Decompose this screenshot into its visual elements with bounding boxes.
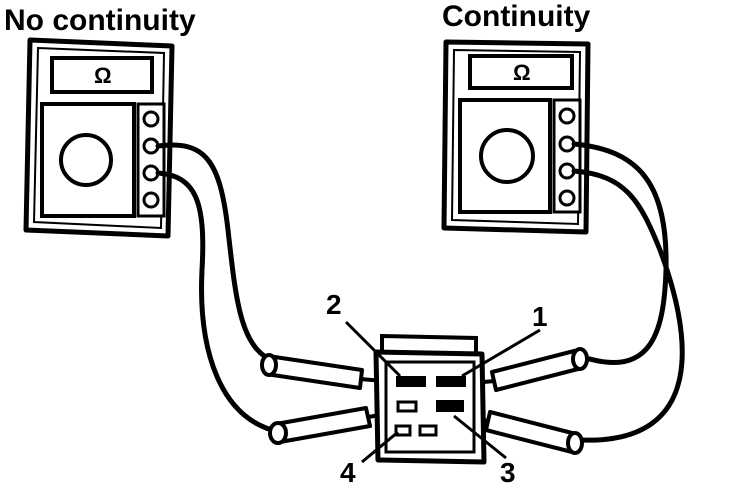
terminal-slot-top-left <box>396 376 426 387</box>
right-lower-lead-wire <box>571 168 685 443</box>
right-meter-ohm-symbol: Ω <box>513 60 531 85</box>
pin2-leader-line <box>344 320 402 378</box>
connector-inner-frame <box>384 360 476 454</box>
left-lower-probe <box>268 406 387 445</box>
left-meter-ohm-symbol: Ω <box>94 63 112 88</box>
right-upper-probe <box>463 347 589 392</box>
pin2-label: 2 <box>326 289 342 320</box>
terminal-slot-bottom-mid <box>418 424 438 437</box>
left-upper-lead-wire <box>155 142 279 365</box>
terminal-slot-mid-left <box>396 400 418 413</box>
terminal-slot-bottom-left <box>394 424 412 437</box>
left-lower-lead-wire <box>155 170 283 435</box>
left-upper-probe <box>260 353 385 390</box>
right-meter-jack-4 <box>558 189 576 207</box>
pin1-label: 1 <box>532 301 548 332</box>
pin1-leader-line <box>461 328 541 378</box>
pin4-label: 4 <box>340 457 356 486</box>
left-multimeter: Ω <box>23 37 175 239</box>
right-meter-jack-1 <box>558 107 576 125</box>
right-meter-display <box>468 54 574 90</box>
left-meter-dial <box>59 133 113 187</box>
pin3-leader-line <box>453 414 507 460</box>
pin-callouts <box>344 320 541 464</box>
no-continuity-label: No continuity <box>4 4 196 37</box>
left-meter-jack-1 <box>142 110 160 128</box>
left-meter-display <box>50 56 154 94</box>
probes <box>260 347 589 455</box>
right-multimeter: Ω <box>441 39 591 235</box>
pin4-leader-line <box>361 430 399 464</box>
test-leads <box>155 141 685 443</box>
right-meter-bezel <box>450 48 582 226</box>
terminal-slot-mid-right <box>436 400 464 412</box>
connector-switch <box>373 333 487 465</box>
left-meter-jack-4 <box>142 191 160 209</box>
right-meter-dial <box>479 128 535 184</box>
terminal-slot-top-right <box>436 376 466 387</box>
pin3-label: 3 <box>500 457 516 486</box>
continuity-label: Continuity <box>442 0 591 33</box>
left-meter-bezel <box>32 46 166 230</box>
